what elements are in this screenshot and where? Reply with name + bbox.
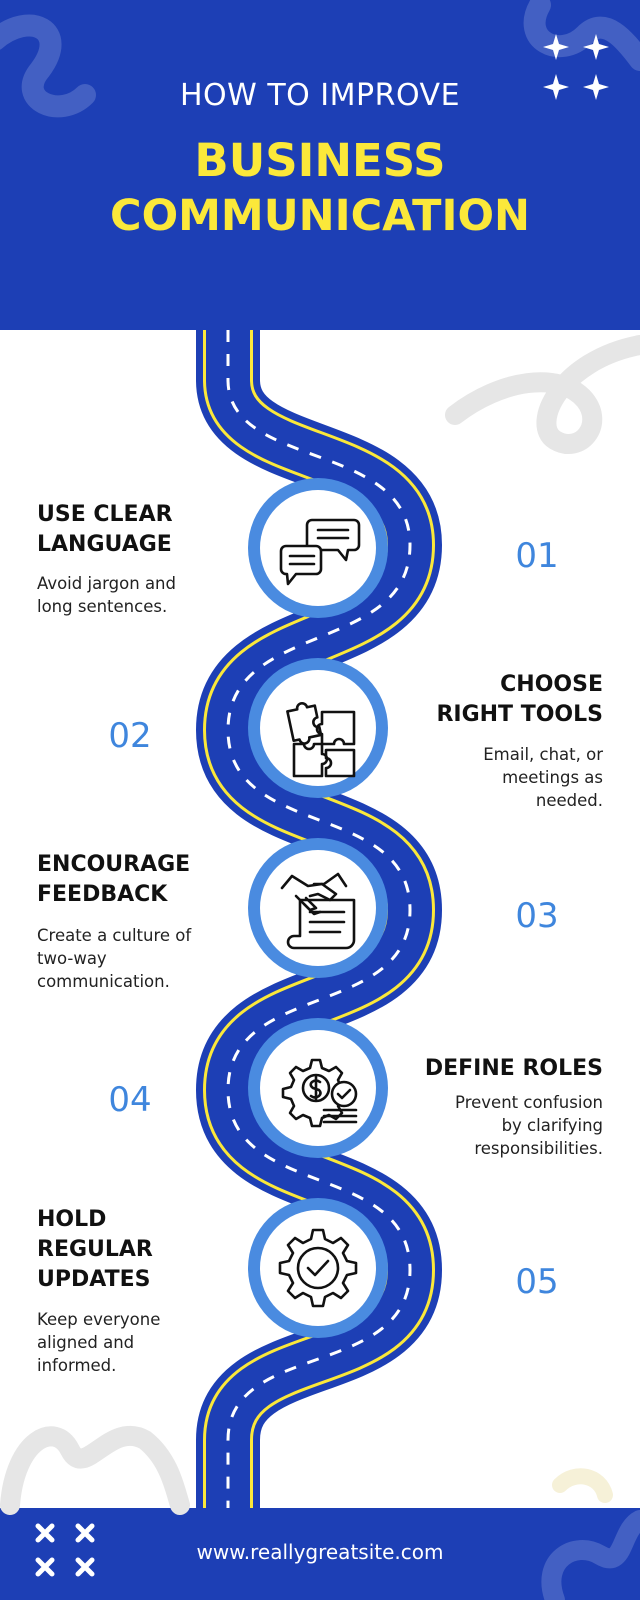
footer-banner <box>0 1508 640 1600</box>
step-02-title-line: RIGHT TOOLS <box>436 702 603 727</box>
page-title-line-2: COMMUNICATION <box>110 191 530 241</box>
step-03-title-line: ENCOURAGE <box>37 852 191 877</box>
step-02-title: CHOOSE RIGHT TOOLS <box>385 670 603 730</box>
swirl-decoration-bottom-left <box>0 1425 190 1515</box>
step-05-number: 05 <box>515 1262 559 1302</box>
step-circle-01 <box>248 478 388 618</box>
page-title-line-1: BUSINESS <box>194 134 446 187</box>
step-01-description: Avoid jargon and long sentences. <box>37 572 237 618</box>
step-05-description-line: informed. <box>37 1356 117 1375</box>
step-02-description: Email, chat, or meetings as needed. <box>385 743 603 812</box>
step-04-description-line: by clarifying <box>501 1116 603 1135</box>
sparkle-decoration-top-right <box>543 34 609 100</box>
swirl-decoration-top-right <box>523 0 640 71</box>
step-01-description-line: Avoid jargon and <box>37 574 176 593</box>
step-03-description: Create a culture of two-way communicatio… <box>37 924 237 993</box>
step-04-number: 04 <box>108 1080 152 1120</box>
step-01-title-line: LANGUAGE <box>37 532 172 557</box>
puzzle-pieces-icon <box>286 702 356 778</box>
step-circle-03 <box>248 838 388 978</box>
step-01-number: 01 <box>515 536 559 576</box>
step-05-title: HOLD REGULAR UPDATES <box>37 1205 237 1295</box>
step-04-description-line: responsibilities. <box>474 1139 603 1158</box>
step-04-description: Prevent confusion by clarifying responsi… <box>385 1091 603 1160</box>
chat-bubbles-icon <box>279 518 361 586</box>
step-02-description-line: meetings as <box>502 768 603 787</box>
step-circle-02 <box>248 658 388 798</box>
step-05-title-line: UPDATES <box>37 1267 151 1292</box>
step-03-title-line: FEEDBACK <box>37 882 168 907</box>
step-circle-05 <box>248 1198 388 1338</box>
step-05-title-line: REGULAR <box>37 1237 153 1262</box>
step-05-description-line: Keep everyone <box>37 1310 161 1329</box>
step-01-description-line: long sentences. <box>37 597 168 616</box>
step-05-description: Keep everyone aligned and informed. <box>37 1308 237 1377</box>
step-02-title-line: CHOOSE <box>500 672 603 697</box>
swirl-decoration-bottom-right-light <box>552 1468 613 1503</box>
step-03-number: 03 <box>515 896 559 936</box>
step-circle-04 <box>248 1018 388 1158</box>
step-04-title: DEFINE ROLES <box>385 1054 603 1084</box>
step-01-title: USE CLEAR LANGUAGE <box>37 500 237 560</box>
step-03-description-line: communication. <box>37 972 170 991</box>
step-02-description-line: needed. <box>535 791 603 810</box>
header-subtitle: HOW TO IMPROVE <box>179 78 461 113</box>
step-04-title-line: DEFINE ROLES <box>424 1056 603 1081</box>
handshake-icon <box>280 872 356 950</box>
x-marks-decoration-bottom-left <box>35 1523 95 1577</box>
step-03-description-line: Create a culture of <box>37 926 192 945</box>
step-05-description-line: aligned and <box>37 1333 135 1352</box>
swirl-decoration-right <box>445 335 640 454</box>
step-02-number: 02 <box>108 716 152 756</box>
step-01-title-line: USE CLEAR <box>37 502 173 527</box>
step-04-description-line: Prevent confusion <box>455 1093 603 1112</box>
swirl-decoration-top-left <box>0 14 96 118</box>
swirl-decoration-bottom-right <box>541 1510 640 1600</box>
winding-road <box>196 330 442 1508</box>
step-05-title-line: HOLD <box>37 1207 107 1232</box>
header-banner <box>0 0 640 330</box>
step-03-title: ENCOURAGE FEEDBACK <box>37 850 237 910</box>
gear-money-icon <box>281 1058 358 1128</box>
step-03-description-line: two-way <box>37 949 107 968</box>
step-02-description-line: Email, chat, or <box>483 745 603 764</box>
footer-website-link[interactable]: www.reallygreatsite.com <box>196 1540 444 1564</box>
gear-check-icon <box>278 1228 358 1308</box>
